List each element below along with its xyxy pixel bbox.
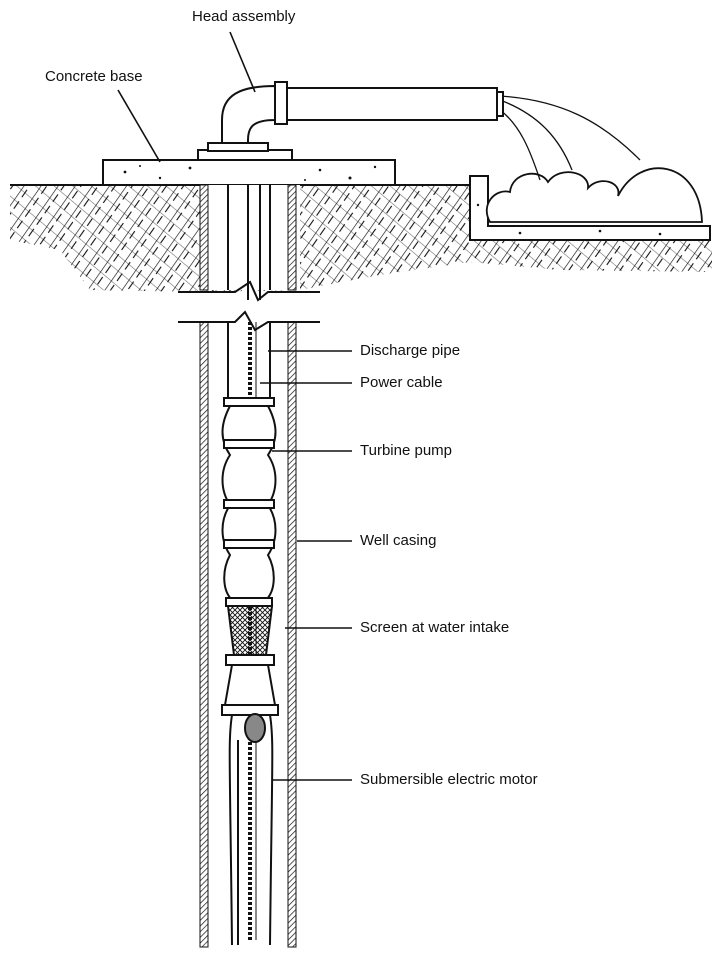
- well-casing: [199, 321, 297, 948]
- submersible-motor: [228, 714, 274, 946]
- motor-coupling: [221, 654, 279, 743]
- concrete-base: [102, 159, 396, 186]
- discharge-trough: [469, 175, 711, 241]
- label-well-casing: Well casing: [360, 532, 437, 549]
- label-discharge-pipe: Discharge pipe: [360, 342, 461, 359]
- intake-screen: [226, 605, 274, 656]
- label-motor: Submersible electric motor: [360, 771, 538, 788]
- label-turbine-pump: Turbine pump: [360, 442, 452, 459]
- head-assembly: [197, 81, 504, 161]
- label-head-assembly: Head assembly: [192, 8, 296, 25]
- water-splash: [485, 95, 703, 223]
- label-power-cable: Power cable: [360, 374, 443, 391]
- turbine-pump: [221, 397, 277, 607]
- label-concrete-base: Concrete base: [45, 68, 143, 85]
- label-screen-intake: Screen at water intake: [360, 619, 510, 636]
- well-casing-upper: [178, 184, 320, 332]
- leader-lines: [117, 31, 352, 781]
